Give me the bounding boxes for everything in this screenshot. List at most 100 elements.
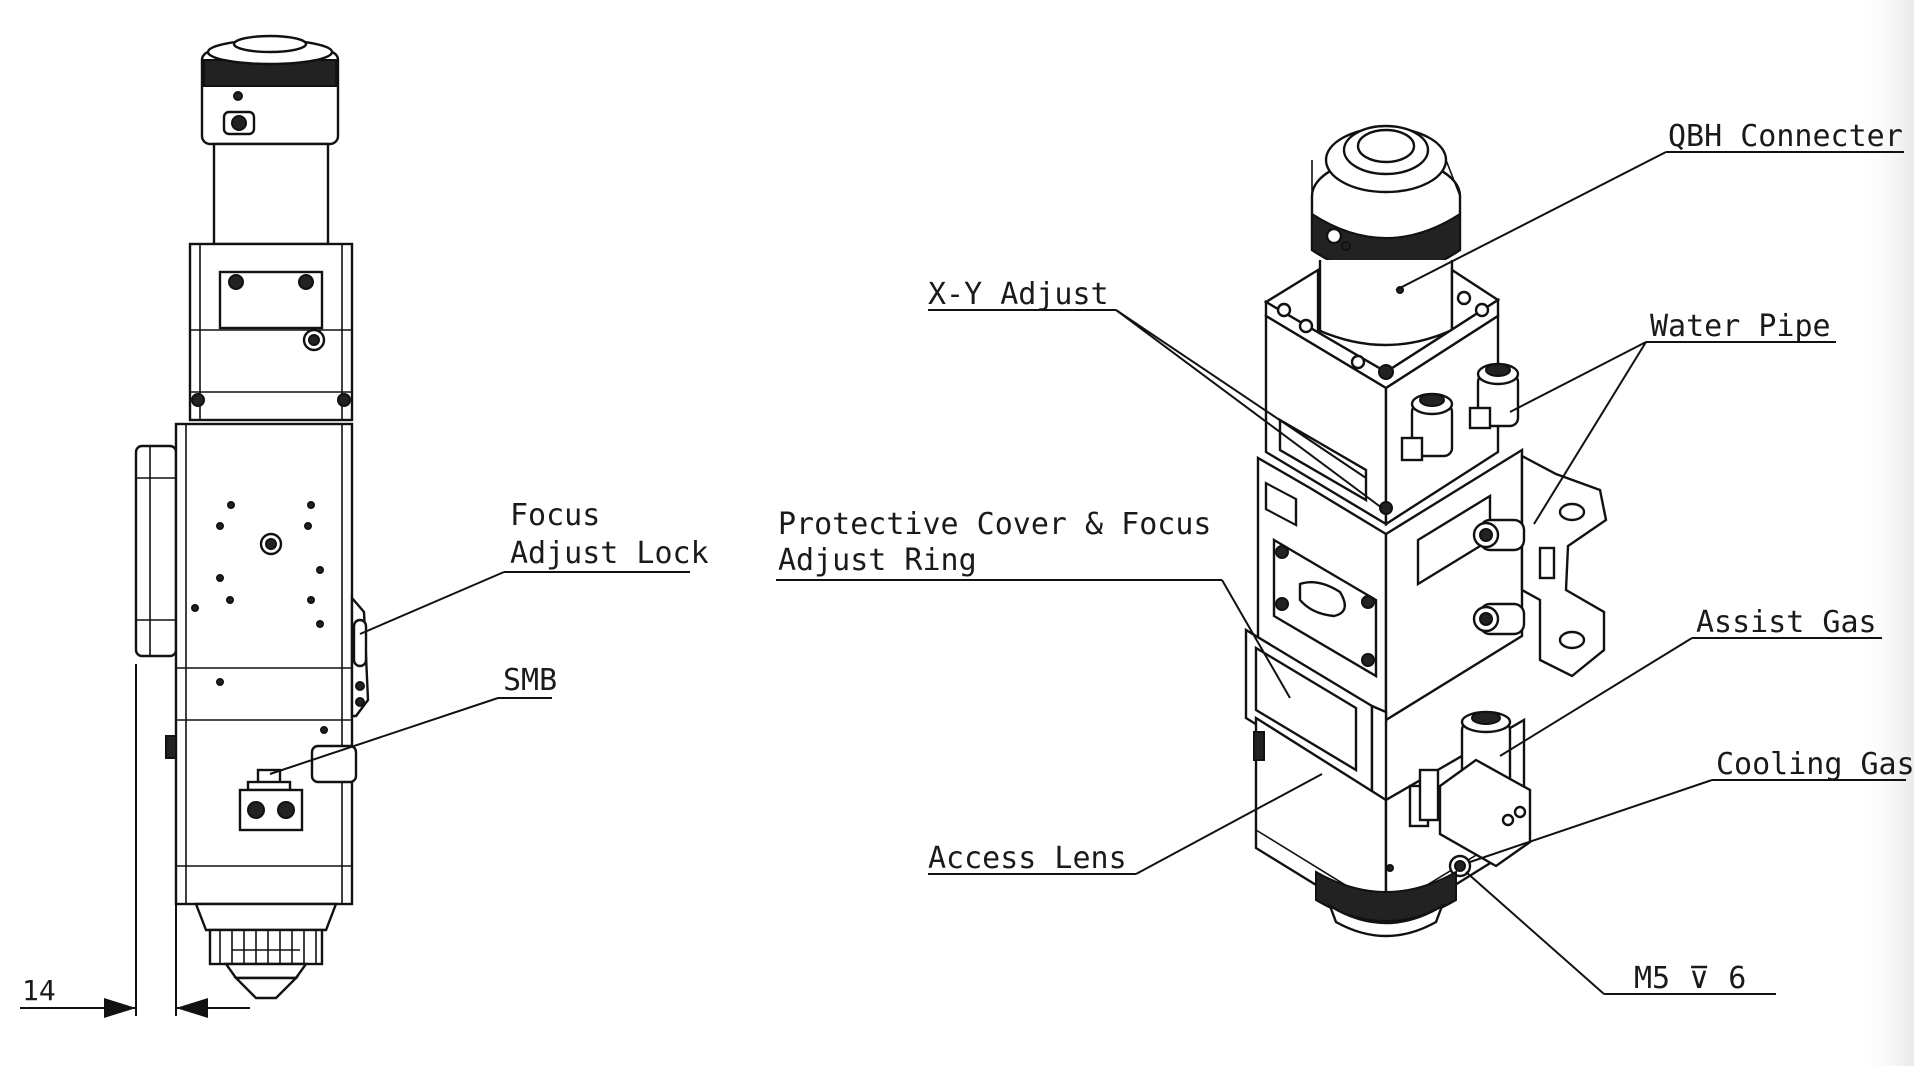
label-qbh-connecter: QBH Connecter	[1668, 119, 1903, 154]
leader-cooling	[1469, 779, 1713, 863]
iso-water-pipe-fittings	[1400, 362, 1520, 462]
side-hole	[304, 522, 312, 530]
iso-view-labels: X-Y Adjust Protective Cover & Focus Adju…	[776, 119, 1914, 996]
side-nozzle-body	[223, 962, 309, 980]
side-smb-connector	[310, 744, 358, 784]
iso-plate-hole	[1456, 290, 1472, 306]
side-bolt	[308, 334, 320, 346]
side-smb-base	[246, 780, 292, 792]
side-bolt	[228, 274, 244, 290]
label-focus-adjust-lock-2: Adjust Lock	[510, 536, 709, 571]
leader-protective	[1221, 579, 1291, 699]
iso-qbh-screw	[1325, 227, 1343, 245]
side-hole	[316, 620, 324, 628]
label-xy-adjust: X-Y Adjust	[928, 277, 1109, 312]
side-hole	[216, 574, 224, 582]
iso-water-fitting-nut	[1468, 406, 1492, 430]
iso-water-fitting-hole-2	[1419, 393, 1445, 407]
iso-bracket-slot	[1538, 546, 1556, 580]
iso-block-hole	[1513, 805, 1527, 819]
side-nozzle-taper	[194, 902, 338, 932]
side-hole	[316, 566, 324, 574]
iso-qbh-neck	[1318, 260, 1454, 351]
iso-plate-bolt	[1378, 364, 1394, 380]
side-main-body	[174, 422, 354, 906]
leader-focus-lock	[359, 571, 505, 635]
side-view-labels: Focus Adjust Lock SMB 14	[22, 498, 709, 1007]
label-protective-cover-1: Protective Cover & Focus	[778, 507, 1211, 542]
iso-focus-ring-window	[1254, 645, 1358, 773]
iso-bracket-hole	[1558, 630, 1586, 650]
iso-dot	[1386, 864, 1394, 872]
iso-qbh-sides	[1311, 159, 1461, 197]
iso-cover-bolt	[1275, 597, 1289, 611]
side-nozzle-knurl	[208, 928, 324, 966]
iso-view-cutting-head	[1244, 124, 1608, 938]
label-water-pipe: Water Pipe	[1650, 309, 1831, 344]
side-cap-dot	[233, 91, 243, 101]
side-lock-slot	[352, 618, 368, 668]
leader-water-2	[1533, 341, 1647, 525]
iso-top-plate	[1263, 267, 1501, 374]
iso-plate-hole	[1474, 302, 1490, 318]
label-protective-cover-2: Adjust Ring	[778, 543, 977, 578]
side-bolt	[298, 274, 314, 290]
iso-focus-ring-side	[1370, 704, 1388, 802]
label-assist-gas: Assist Gas	[1696, 605, 1877, 640]
iso-water-fitting-nut-2	[1400, 436, 1424, 462]
label-focus-adjust-lock-1: Focus	[510, 498, 600, 533]
side-hole	[320, 726, 328, 734]
iso-bracket-hole	[1558, 502, 1586, 522]
side-hole	[216, 678, 224, 686]
iso-cover-oval	[1298, 581, 1346, 618]
leader-smb	[269, 697, 499, 775]
leader-access	[1135, 773, 1323, 875]
side-hole	[227, 501, 235, 509]
iso-block-hole	[1501, 813, 1515, 827]
side-bolt	[191, 393, 205, 407]
leader-xy-1	[1115, 309, 1367, 479]
side-cap-screw-head	[231, 115, 247, 131]
side-hole	[307, 596, 315, 604]
leader-assist	[1499, 637, 1693, 757]
side-hole	[226, 596, 234, 604]
iso-water-fitting-hole	[1485, 363, 1511, 377]
iso-cover-bolt	[1275, 545, 1289, 559]
side-lock-screw	[355, 697, 365, 707]
leader-water-1	[1509, 341, 1647, 413]
iso-qbh-screw-head	[1341, 241, 1351, 251]
iso-assist-gas-hole	[1471, 711, 1501, 725]
edge-shadow	[1855, 0, 1914, 1066]
side-view-cutting-head	[20, 34, 370, 1018]
side-left-tab	[165, 735, 177, 759]
side-knurl-lines	[219, 930, 317, 964]
iso-side-box-2	[1418, 768, 1440, 822]
iso-cooling-gas-hole	[1454, 860, 1466, 872]
side-bottom-screw	[247, 801, 265, 819]
iso-plate-hole	[1350, 354, 1366, 370]
side-upper-block	[188, 242, 354, 422]
side-hole	[307, 501, 315, 509]
side-hole	[216, 522, 224, 530]
label-smb: SMB	[503, 663, 557, 698]
iso-upper-bolt	[1379, 501, 1393, 515]
side-lock-screw	[355, 681, 365, 691]
side-bottom-screw	[277, 801, 295, 819]
label-thread-spec: M5 ⊽ 6	[1634, 961, 1746, 996]
side-center-screw-head	[265, 538, 277, 550]
side-neck	[212, 142, 330, 246]
iso-qbh-core	[1356, 128, 1416, 164]
iso-gas-fitting-1-hole	[1479, 528, 1493, 542]
label-cooling-gas: Cooling Gas	[1716, 747, 1914, 782]
label-dimension: 14	[22, 974, 56, 1007]
leader-thread	[1465, 871, 1605, 995]
iso-gas-fitting-2-hole	[1479, 612, 1493, 626]
leader-xy-2	[1115, 309, 1383, 509]
iso-access-tab	[1253, 731, 1265, 761]
label-access-lens: Access Lens	[928, 841, 1127, 876]
side-nozzle-tip	[233, 976, 299, 1000]
iso-body-small-window	[1264, 481, 1298, 527]
side-bolt	[337, 393, 351, 407]
